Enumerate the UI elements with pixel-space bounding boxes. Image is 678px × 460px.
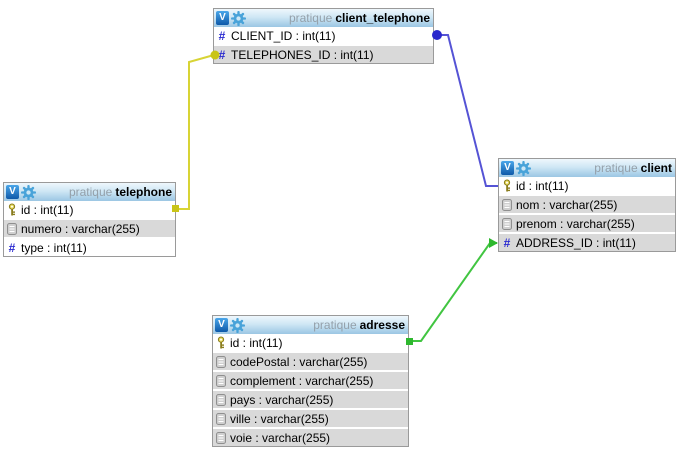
gear-icon[interactable] [230,317,245,333]
field-label: numero : varchar(255) [21,221,140,236]
field-label: nom : varchar(255) [516,197,618,212]
field-label: id : int(11) [21,202,74,217]
gear-icon[interactable] [516,160,531,176]
v-badge-icon[interactable]: V [501,161,514,175]
field-row[interactable]: codePostal : varchar(255) [213,353,408,372]
document-icon [502,198,512,211]
field-label: type : int(11) [21,240,87,255]
relation-adresse-to-client [406,238,498,345]
v-badge-icon[interactable]: V [215,318,228,332]
field-row[interactable]: # CLIENT_ID : int(11) [214,27,433,46]
schema-label: pratique [68,185,113,199]
gear-icon[interactable] [21,184,36,200]
document-icon [216,431,226,444]
document-icon [216,412,226,425]
field-row[interactable]: prenom : varchar(255) [499,215,675,234]
schema-label: pratique [288,11,333,25]
field-label: id : int(11) [230,335,283,350]
field-label: ville : varchar(255) [230,411,329,426]
relation-line [410,242,497,342]
field-row[interactable]: numero : varchar(255) [4,220,175,239]
field-row[interactable]: # type : int(11) [4,239,175,256]
field-label: codePostal : varchar(255) [230,354,368,369]
document-icon [502,217,512,230]
schema-label: pratique [313,318,357,332]
document-icon [216,374,226,387]
table-name: telephone [115,185,172,199]
relation-telephone-to-client_telephone [172,50,220,212]
v-badge-icon[interactable]: V [6,185,19,199]
document-icon [216,393,226,406]
key-icon [7,203,17,216]
field-label: ADDRESS_ID : int(11) [516,235,636,250]
field-row[interactable]: complement : varchar(255) [213,372,408,391]
document-icon [216,355,226,368]
field-label: voie : varchar(255) [230,430,331,445]
field-label: TELEPHONES_ID : int(11) [231,47,374,62]
relation-wedge-endpoint [489,238,498,248]
hash-icon: # [503,235,511,250]
relation-line [176,54,215,210]
schema-label: pratique [594,161,638,175]
table-name: adresse [359,318,405,332]
field-label: CLIENT_ID : int(11) [231,28,336,43]
relation-line [436,34,498,187]
key-icon [502,179,512,192]
field-label: prenom : varchar(255) [516,216,635,231]
field-row[interactable]: # ADDRESS_ID : int(11) [499,234,675,251]
field-row[interactable]: id : int(11) [499,177,675,196]
hash-icon: # [218,28,226,43]
field-row[interactable]: ville : varchar(255) [213,410,408,429]
field-row[interactable]: id : int(11) [213,334,408,353]
field-row[interactable]: nom : varchar(255) [499,196,675,215]
hash-icon: # [218,47,226,62]
field-row[interactable]: id : int(11) [4,201,175,220]
field-label: id : int(11) [516,178,569,193]
field-row[interactable]: voie : varchar(255) [213,429,408,446]
field-row[interactable]: # TELEPHONES_ID : int(11) [214,46,433,63]
field-label: pays : varchar(255) [230,392,334,407]
table-name: client [640,161,672,175]
table-name: client_telephone [335,11,430,25]
field-row[interactable]: pays : varchar(255) [213,391,408,410]
document-icon [7,222,17,235]
v-badge-icon[interactable]: V [216,11,229,25]
field-label: complement : varchar(255) [230,373,374,388]
gear-icon[interactable] [231,10,246,26]
hash-icon: # [8,240,16,255]
relation-client_telephone-to-client [432,30,498,187]
key-icon [216,336,226,349]
